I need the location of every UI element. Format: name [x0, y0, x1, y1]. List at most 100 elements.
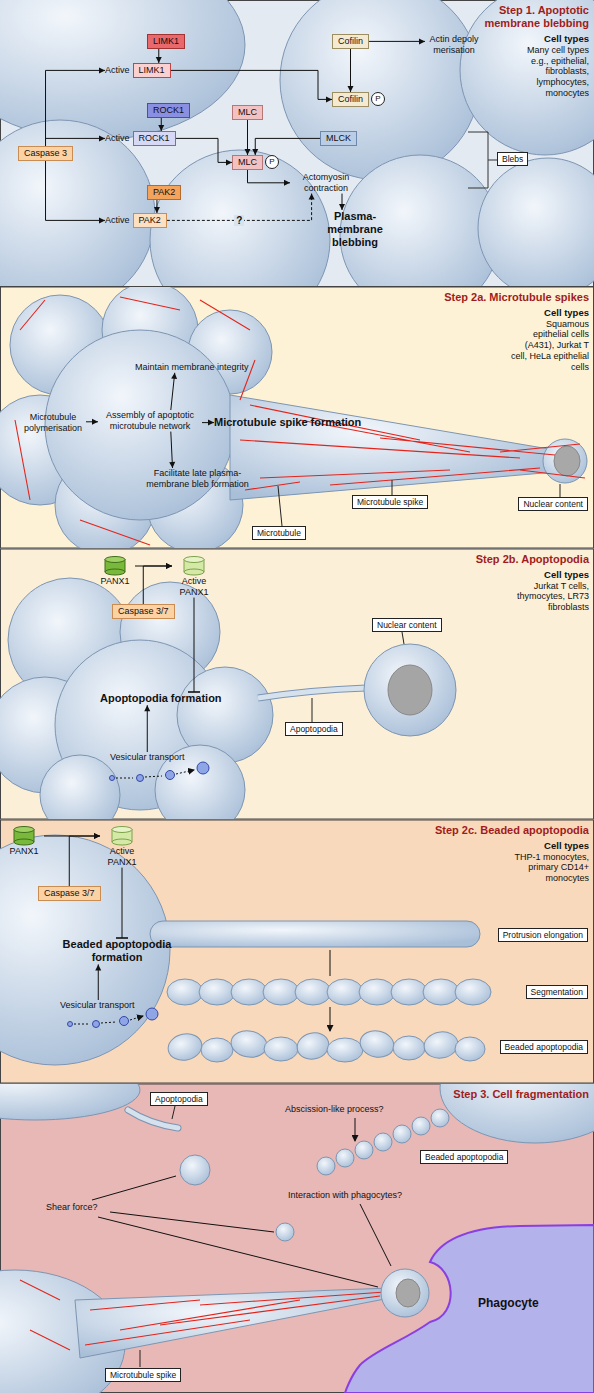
step2a-cell-g [0, 287, 587, 548]
step2c-cell-g-circle [146, 1008, 158, 1020]
connector [245, 120, 251, 155]
step2c-cell-g-ellipse [393, 1036, 425, 1060]
process-text: Apoptopodia formation [100, 692, 222, 705]
step3-fragmentation-g-circle [412, 1117, 430, 1135]
step2c-cell-g-ellipse [358, 1028, 397, 1061]
box-label: MLC [238, 157, 257, 168]
process-text: Facilitate late plasma-membrane bleb for… [135, 468, 260, 490]
protein-box: Caspase 3/7 [112, 604, 175, 619]
cylinder-icon [111, 826, 133, 846]
connector [154, 200, 160, 213]
process-label: Microtubule spike formation [214, 416, 361, 429]
connector-line [248, 170, 290, 183]
step2c-cell-g-ellipse [391, 979, 427, 1005]
process-label: Actin depoly merisation [425, 34, 483, 56]
phospho-circle: P [371, 92, 385, 106]
process-label: Vesicular transport [60, 1000, 135, 1011]
connector [46, 67, 105, 146]
cell-types-heading: Cell types [409, 840, 589, 851]
step3-fragmentation-path [128, 1110, 178, 1128]
box-label: Caspase 3/7 [118, 606, 169, 617]
callout-box: Segmentation [526, 985, 588, 999]
step2c-cell-g [68, 1008, 159, 1028]
connector-line [46, 161, 105, 221]
step1-cells-circle [478, 158, 594, 286]
cylinder-top [184, 557, 204, 563]
connector [202, 420, 214, 426]
connector [46, 161, 105, 224]
channel-label: Active PANX1 [100, 846, 144, 868]
arrow-head [284, 180, 290, 186]
step2b-cell-g [0, 578, 273, 819]
step2b-cell-g [110, 762, 210, 782]
step2c-cell-g-ellipse [264, 1037, 298, 1061]
step3-fragmentation-g [20, 1280, 385, 1350]
callout-label: Protrusion elongation [503, 930, 583, 940]
cell-types-heading: Cell types [449, 569, 589, 580]
step2b-cell-g-circle [40, 755, 120, 819]
protein-box: Cofilin [332, 34, 369, 49]
callout-box: Microtubule [252, 526, 306, 540]
channel-icon: PANX1 [4, 826, 44, 857]
step2c-cell-g-ellipse [422, 1029, 460, 1061]
step-panel: Step 2b. ApoptopodiaCell typesJurkat T c… [0, 549, 594, 819]
connector-line [194, 598, 195, 692]
step2b-cell-g-circle [137, 775, 144, 782]
connector [86, 419, 98, 425]
step2b-cell-g-circle [110, 776, 115, 781]
step2c-cell-g-circle [93, 1021, 100, 1028]
callout-box: Beaded apoptopodia [420, 1150, 508, 1164]
step2b-cell-path [312, 632, 404, 722]
callout-label: Beaded apoptopodia [425, 1152, 503, 1162]
arrow-head [166, 563, 172, 569]
connector-line [255, 138, 320, 155]
protein-box: MLC [232, 105, 263, 120]
cylinder-icon [104, 556, 126, 576]
protein-box: Caspase 3/7 [38, 886, 101, 901]
protein-box: MLC [232, 155, 263, 170]
cell-label: Phagocyte [478, 1296, 539, 1310]
heading-column: Step 1. Apoptotic membrane blebbingCell … [464, 4, 589, 99]
arrow-head [169, 462, 175, 468]
step2b-cell-g-circle [166, 771, 175, 780]
active-word: Active [105, 215, 130, 226]
connector [158, 118, 164, 131]
callout-label: Blebs [502, 154, 523, 164]
connector [46, 135, 105, 146]
step2c-cell-g-ellipse [263, 979, 299, 1005]
cell-types-list: THP-1 monocytes, primary CD14+ monocytes [504, 852, 589, 884]
callout-label: Microtubule spike [110, 1370, 176, 1380]
step-heading: Step 2a. Microtubule spikes [414, 291, 589, 304]
process-text: Abscission-like process? [285, 1104, 384, 1115]
cylinder-icon [13, 826, 35, 846]
cylinder-bottom [105, 569, 125, 575]
channel-icon: Active PANX1 [100, 826, 144, 868]
process-text: Maintain membrane integrity [135, 362, 249, 373]
step3-fragmentation-circle [381, 1269, 429, 1317]
cell-types-list: Squamous epithelial cells (A431), Jurkat… [509, 319, 589, 373]
box-label: Caspase 3 [24, 148, 67, 159]
process-label: Interaction with phagocytes? [288, 1190, 402, 1201]
channel-label: PANX1 [4, 846, 44, 857]
step2b-cell-ellipse [388, 665, 432, 715]
process-text: Beaded apoptopodia formation [62, 938, 172, 964]
step3-fragmentation-g-circle [336, 1149, 354, 1167]
process-text: Microtubule spike formation [214, 416, 361, 429]
callout-box: Protrusion elongation [498, 928, 588, 942]
protein-box: MLCK [320, 131, 357, 146]
box-label: Caspase 3/7 [44, 888, 95, 899]
step3-fragmentation-g-circle [374, 1133, 392, 1151]
step2b-cell-circle [364, 644, 456, 736]
edge-label: ? [234, 215, 244, 226]
step2a-cell-ellipse [554, 446, 580, 476]
arrow-head [171, 373, 177, 379]
step2c-cell-g-ellipse [295, 979, 331, 1005]
cylinder-bottom [14, 839, 34, 845]
process-label: Microtubule polymerisation [20, 412, 86, 434]
process-text: Shear force? [46, 1202, 98, 1213]
step-panel: Step 2a. Microtubule spikesCell typesSqu… [0, 287, 594, 548]
connector-line [122, 868, 123, 938]
connector [176, 138, 232, 165]
connector [143, 563, 172, 604]
